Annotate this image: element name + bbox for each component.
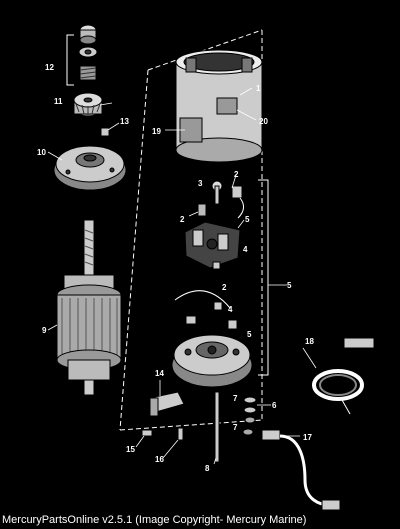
callout-10: 10: [37, 148, 46, 157]
callout-5: 5: [245, 215, 250, 224]
bracket-5: [258, 179, 269, 376]
part-11-pinion: [73, 92, 103, 117]
part-15-16-screws: [141, 427, 184, 441]
leader-lines: [47, 87, 317, 465]
callout-6: 6: [272, 401, 277, 410]
part-13-nut: [100, 127, 110, 137]
part-1-frame: [175, 49, 263, 163]
callout-17: 17: [303, 433, 312, 442]
part-6-7-8-hardware: [214, 391, 257, 463]
part-2-spring-clip: [174, 290, 231, 325]
callout-2: 2: [222, 283, 227, 292]
callout-2: 2: [180, 215, 185, 224]
callout-9: 9: [42, 326, 47, 335]
callout-20: 20: [259, 117, 268, 126]
callout-4: 4: [228, 305, 233, 314]
callout-12: 12: [45, 63, 54, 72]
part-10-endcap: [53, 145, 127, 191]
part-9-armature: [56, 219, 122, 396]
callout-8: 8: [205, 464, 210, 473]
part-17-cable: [261, 429, 341, 511]
callout-2: 2: [234, 170, 239, 179]
part-12-stack: [78, 24, 98, 81]
callout-labels: 1 2 2 2 3 4 4 5 5 5 6 7 7 8 9 10 11 12 1…: [37, 63, 314, 473]
part-18-coil: [312, 337, 375, 415]
callout-1: 1: [256, 84, 261, 93]
callout-15: 15: [126, 445, 135, 454]
callout-7: 7: [233, 394, 238, 403]
part-14-bracket: [149, 391, 185, 417]
callout-5: 5: [247, 330, 252, 339]
commutator-end-head: [171, 334, 253, 388]
bracket-12: [66, 34, 74, 86]
callout-16: 16: [155, 455, 164, 464]
copyright-footer: MercuryPartsOnline v2.5.1 (Image Copyrig…: [2, 514, 307, 526]
callout-18: 18: [305, 337, 314, 346]
callout-11: 11: [54, 97, 63, 106]
callout-19: 19: [152, 127, 161, 136]
callout-3: 3: [198, 179, 203, 188]
part-3-bushing: [227, 319, 238, 330]
callout-7: 7: [233, 423, 238, 432]
callout-14: 14: [155, 369, 164, 378]
callout-4: 4: [243, 245, 248, 254]
footer-bar: [0, 514, 400, 529]
callout-13: 13: [120, 117, 129, 126]
part-5-brush-holder: [184, 180, 244, 270]
callout-5: 5: [287, 281, 292, 290]
